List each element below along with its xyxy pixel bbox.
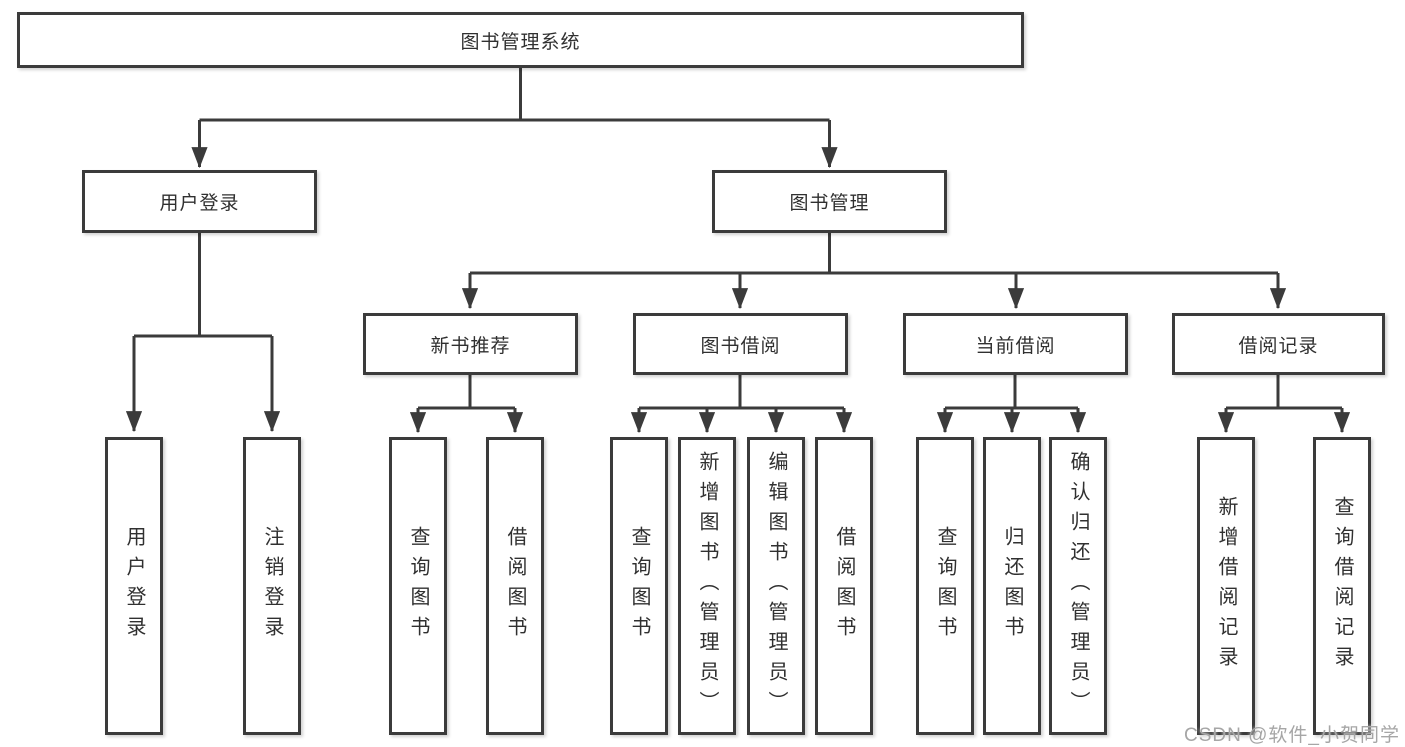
leaf-borrow-books-1: 借阅图书 bbox=[486, 437, 544, 735]
leaf-add-borrow-record: 新增借阅记录 bbox=[1197, 437, 1255, 735]
leaf-return-books: 归还图书 bbox=[983, 437, 1041, 735]
leaf-logout-label: 注销登录 bbox=[261, 526, 283, 646]
leaf-query-books-3-label: 查询图书 bbox=[934, 526, 956, 646]
watermark: CSDN @软件_小贺同学 bbox=[1184, 725, 1400, 746]
leaf-add-book-admin: 新增图书（管理员） bbox=[678, 437, 736, 735]
node-new-book-recommend: 新书推荐 bbox=[363, 313, 578, 375]
node-borrow-records: 借阅记录 bbox=[1172, 313, 1385, 375]
leaf-borrow-books-2-label: 借阅图书 bbox=[833, 526, 855, 646]
leaf-user-login: 用户登录 bbox=[105, 437, 163, 735]
node-root: 图书管理系统 bbox=[17, 12, 1024, 68]
leaf-user-login-label: 用户登录 bbox=[123, 526, 145, 646]
leaf-borrow-books-2: 借阅图书 bbox=[815, 437, 873, 735]
leaf-return-books-label: 归还图书 bbox=[1001, 526, 1023, 646]
leaf-query-borrow-record-label: 查询借阅记录 bbox=[1331, 496, 1353, 676]
node-user-login-label: 用户登录 bbox=[159, 193, 240, 214]
node-user-login: 用户登录 bbox=[82, 170, 317, 233]
leaf-logout: 注销登录 bbox=[243, 437, 301, 735]
leaf-add-borrow-record-label: 新增借阅记录 bbox=[1215, 496, 1237, 676]
leaf-confirm-return-admin-label: 确认归还（管理员） bbox=[1067, 451, 1089, 721]
leaf-query-borrow-record: 查询借阅记录 bbox=[1313, 437, 1371, 735]
node-book-management-label: 图书管理 bbox=[789, 193, 870, 214]
leaf-query-books-1: 查询图书 bbox=[389, 437, 447, 735]
leaf-confirm-return-admin: 确认归还（管理员） bbox=[1049, 437, 1107, 735]
leaf-edit-book-admin-label: 编辑图书（管理员） bbox=[765, 451, 787, 721]
node-borrow-records-label: 借阅记录 bbox=[1238, 335, 1319, 357]
node-current-borrowing-label: 当前借阅 bbox=[975, 335, 1056, 357]
node-current-borrowing: 当前借阅 bbox=[903, 313, 1128, 375]
leaf-edit-book-admin: 编辑图书（管理员） bbox=[747, 437, 805, 735]
node-new-book-recommend-label: 新书推荐 bbox=[430, 335, 511, 357]
leaf-borrow-books-1-label: 借阅图书 bbox=[504, 526, 526, 646]
node-book-management: 图书管理 bbox=[712, 170, 947, 233]
leaf-query-books-1-label: 查询图书 bbox=[407, 526, 429, 646]
leaf-query-books-2-label: 查询图书 bbox=[628, 526, 650, 646]
node-book-borrowing-label: 图书借阅 bbox=[700, 335, 781, 357]
node-book-borrowing: 图书借阅 bbox=[633, 313, 848, 375]
node-root-label: 图书管理系统 bbox=[460, 31, 581, 53]
leaf-add-book-admin-label: 新增图书（管理员） bbox=[696, 451, 718, 721]
leaf-query-books-2: 查询图书 bbox=[610, 437, 668, 735]
leaf-query-books-3: 查询图书 bbox=[916, 437, 974, 735]
